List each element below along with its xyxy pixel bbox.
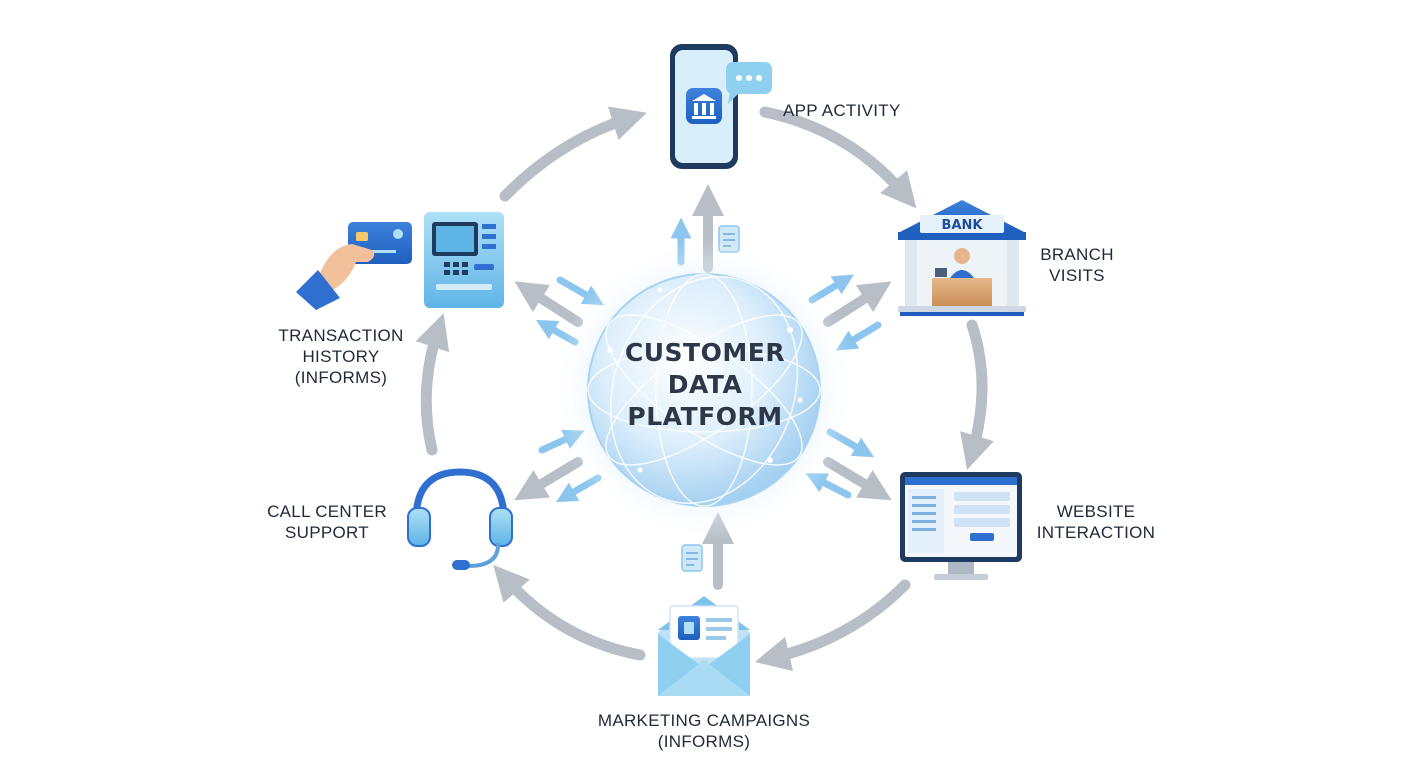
cycle-arrows bbox=[415, 106, 994, 672]
label-branch-visits: BRANCH VISITS bbox=[1036, 244, 1118, 286]
atm-card-icon bbox=[296, 212, 504, 310]
bank-branch-icon: BANK bbox=[898, 200, 1026, 316]
label-branch-visits-line1: BRANCH bbox=[1040, 245, 1114, 264]
spoke-downleft-gray bbox=[514, 457, 583, 501]
desktop-monitor-icon bbox=[900, 472, 1022, 580]
label-website-interaction: WEBSITE INTERACTION bbox=[1034, 501, 1158, 543]
label-call-center-support-line1: CALL CENTER bbox=[267, 502, 387, 521]
arrow-marketing-to-callcenter bbox=[493, 564, 646, 661]
cdp-sphere bbox=[552, 238, 856, 542]
label-transaction-history-line1: TRANSACTION bbox=[278, 326, 404, 345]
arrow-callcenter-to-transaction bbox=[415, 313, 450, 456]
label-transaction-history: TRANSACTION HISTORY (INFORMS) bbox=[272, 325, 410, 388]
smartphone-bank-app-icon bbox=[670, 44, 772, 169]
arrow-website-to-marketing bbox=[754, 579, 911, 672]
label-call-center-support: CALL CENTER SUPPORT bbox=[262, 501, 392, 543]
spoke-upleft-gray bbox=[514, 281, 583, 327]
cdp-title-line2: DATA bbox=[667, 370, 743, 399]
label-app-activity: APP ACTIVITY bbox=[783, 100, 901, 121]
doc-icon-bottom bbox=[681, 544, 703, 572]
cdp-title-line1: CUSTOMER bbox=[624, 338, 786, 367]
label-branch-visits-line2: VISITS bbox=[1049, 266, 1105, 285]
label-website-interaction-line2: INTERACTION bbox=[1036, 523, 1156, 542]
bank-sign: BANK bbox=[942, 218, 984, 233]
headset-icon bbox=[407, 468, 513, 570]
spoke-downright-gray bbox=[823, 457, 892, 501]
spoke-upright-blue2 bbox=[836, 321, 882, 351]
arrow-app-to-branch bbox=[759, 106, 917, 209]
label-app-activity-text: APP ACTIVITY bbox=[783, 101, 901, 120]
label-marketing-campaigns: MARKETING CAMPAIGNS (INFORMS) bbox=[590, 710, 818, 752]
arrow-branch-to-website bbox=[960, 319, 994, 470]
label-marketing-campaigns-line2: (INFORMS) bbox=[657, 732, 751, 751]
label-call-center-support-line2: SUPPORT bbox=[285, 523, 369, 542]
arrow-transaction-to-app bbox=[499, 106, 647, 202]
label-transaction-history-line2: HISTORY bbox=[302, 347, 380, 366]
cdp-title-line3: PLATFORM bbox=[627, 402, 783, 431]
cdp-title: CUSTOMER DATA PLATFORM bbox=[598, 337, 812, 433]
email-envelope-icon bbox=[658, 596, 750, 696]
label-marketing-campaigns-line1: MARKETING CAMPAIGNS bbox=[597, 711, 811, 730]
label-website-interaction-line1: WEBSITE bbox=[1056, 502, 1136, 521]
label-transaction-history-line3: (INFORMS) bbox=[294, 368, 388, 387]
